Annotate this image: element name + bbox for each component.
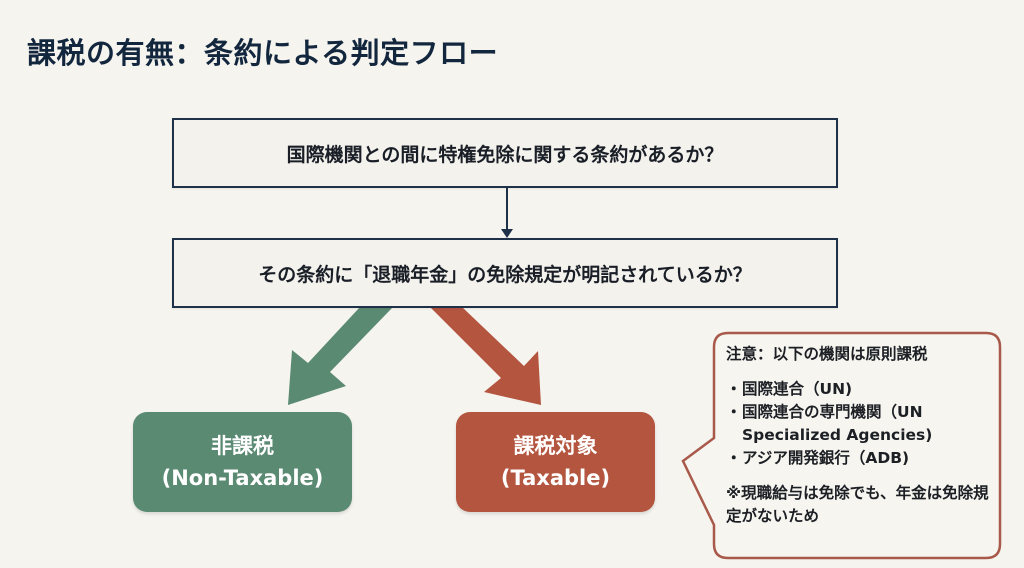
callout-list: ・国際連合（UN) ・国際連合の専門機関（UN Specialized Agen… [726,378,996,470]
callout-list-item: ・アジア開発銀行（ADB) [726,447,996,470]
outcome-taxable-sublabel: (Taxable) [500,466,611,490]
question-box-2: その条約に「退職年金」の免除規定が明記されているか？ [172,238,838,308]
callout-bubble [681,331,1002,560]
outcome-taxable: 課税対象 (Taxable) [456,412,655,512]
callout-list-item: ・国際連合（UN) [726,378,996,401]
arrow-no-icon [430,307,541,405]
outcome-non-taxable: 非課税 (Non-Taxable) [133,412,352,512]
bullet-icon: ・ [726,449,742,467]
bullet-icon: ・ [726,403,742,421]
outcome-taxable-label: 課税対象 [513,434,598,458]
callout-list-item: ・国際連合の専門機関（UN Specialized Agencies) [726,403,933,444]
outcome-non-taxable-label: 非課税 [211,434,274,458]
callout-note: 注意：以下の機関は原則課税 ・国際連合（UN) ・国際連合の専門機関（UN Sp… [726,343,996,528]
callout-footnote: ※現職給与は免除でも、年金は免除規定がないため [726,484,989,525]
arrow-yes-icon [288,307,393,405]
callout-heading: 注意：以下の機関は原則課税 [726,345,928,363]
connector-arrowhead-icon [501,229,513,238]
bullet-icon: ・ [726,380,742,398]
page-title: 課税の有無：条約による判定フロー [27,36,499,70]
outcome-non-taxable-sublabel: (Non-Taxable) [161,466,324,490]
question-box-1: 国際機関との間に特権免除に関する条約があるか？ [172,118,838,188]
